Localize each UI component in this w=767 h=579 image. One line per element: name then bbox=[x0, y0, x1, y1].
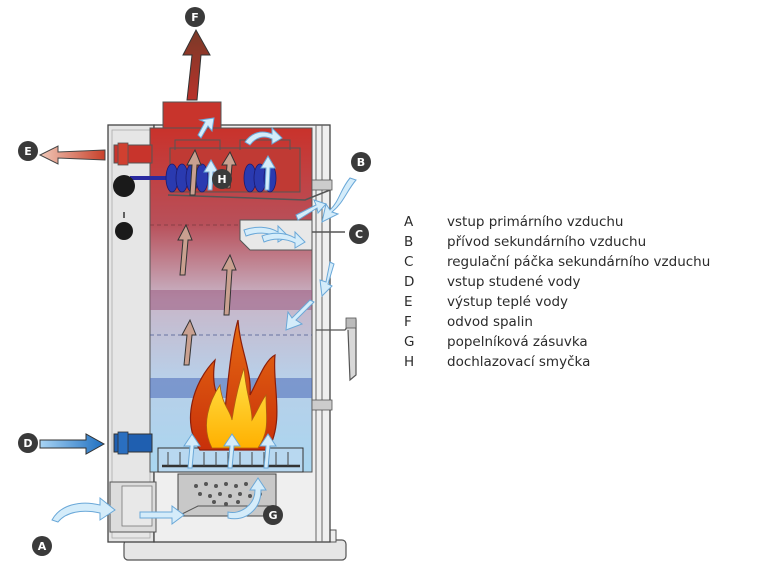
callout-b-label: B bbox=[357, 156, 365, 169]
legend-key: A bbox=[404, 214, 414, 230]
legend-key: F bbox=[404, 314, 412, 330]
callout-e: E bbox=[18, 141, 38, 161]
legend-item-h: H dochlazovací smyčka bbox=[404, 352, 710, 372]
callout-g-label: G bbox=[268, 509, 277, 522]
legend-item-b: B přívod sekundárního vzduchu bbox=[404, 232, 710, 252]
legend-label: popelníková zásuvka bbox=[447, 334, 588, 350]
cold-water-inlet-pipe bbox=[113, 431, 153, 455]
legend-key: H bbox=[404, 354, 415, 370]
callout-f-label: F bbox=[191, 11, 199, 24]
legend-item-g: G popelníková zásuvka bbox=[404, 332, 710, 352]
legend-key: C bbox=[404, 254, 414, 270]
callout-h: H bbox=[212, 169, 232, 189]
legend-label: dochlazovací smyčka bbox=[447, 354, 591, 370]
legend-key: E bbox=[404, 294, 413, 310]
callout-b: B bbox=[351, 152, 371, 172]
callout-a: A bbox=[32, 536, 52, 556]
hot-gas-arrows bbox=[177, 148, 237, 366]
callout-d-label: D bbox=[23, 437, 32, 450]
legend-label: výstup teplé vody bbox=[447, 294, 569, 310]
legend-item-a: A vstup primárního vzduchu bbox=[404, 212, 710, 232]
callout-g: G bbox=[263, 505, 283, 525]
air-flow-arrows bbox=[51, 117, 357, 525]
legend-key: B bbox=[404, 234, 414, 250]
control-knobs bbox=[113, 175, 135, 240]
callout-c: C bbox=[349, 224, 369, 244]
flames bbox=[190, 319, 278, 451]
callout-h-label: H bbox=[217, 173, 226, 186]
legend-item-c: C regulační páčka sekundárního vzduchu bbox=[404, 252, 710, 272]
callout-c-label: C bbox=[355, 228, 363, 241]
door-handle bbox=[316, 317, 357, 382]
hot-water-outlet-pipe bbox=[113, 142, 153, 166]
legend-label: odvod spalin bbox=[447, 314, 533, 330]
legend-item-d: D vstup studené vody bbox=[404, 272, 710, 292]
hot-water-arrow bbox=[38, 145, 106, 165]
legend-label: přívod sekundárního vzduchu bbox=[447, 234, 647, 250]
door-hinges bbox=[311, 179, 333, 411]
callout-a-label: A bbox=[38, 540, 47, 553]
callout-e-label: E bbox=[24, 145, 32, 158]
legend-item-f: F odvod spalin bbox=[404, 312, 710, 332]
cooling-loop bbox=[130, 163, 277, 193]
legend-label: regulační páčka sekundárního vzduchu bbox=[447, 254, 711, 270]
ash-drawer bbox=[177, 473, 277, 517]
callout-f: F bbox=[185, 7, 205, 27]
legend-key: D bbox=[404, 274, 415, 290]
flue-gas-arrow bbox=[182, 28, 211, 101]
legend-label: vstup primárního vzduchu bbox=[447, 214, 624, 230]
legend-item-e: E výstup teplé vody bbox=[404, 292, 710, 312]
primary-air-inlet-box bbox=[109, 481, 157, 533]
legend: A vstup primárního vzduchu B přívod seku… bbox=[404, 212, 710, 372]
legend-key: G bbox=[404, 334, 415, 350]
callout-d: D bbox=[18, 433, 38, 453]
cold-water-arrow bbox=[39, 433, 106, 455]
legend-label: vstup studené vody bbox=[447, 274, 581, 290]
